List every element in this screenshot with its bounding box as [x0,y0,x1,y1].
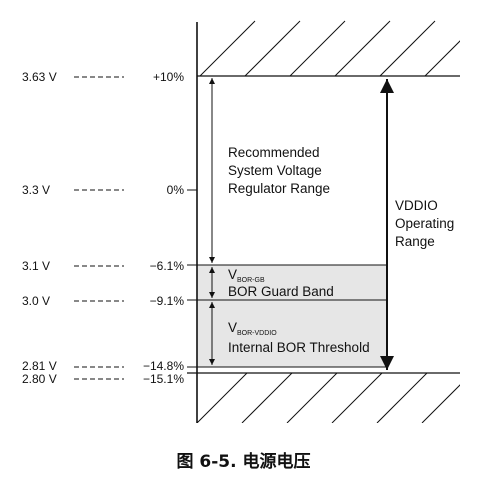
recommended-range-line: Recommended [228,145,320,160]
guard-band-subscript: BOR-GB [237,277,265,284]
voltage-label: 3.63 V [22,70,57,84]
recommended-range-line: Regulator Range [228,181,330,196]
percent-label: −9.1% [150,294,185,308]
figure-caption: 图 6-5. 电源电压 [176,452,311,472]
upper-hatched-region [199,20,460,76]
percent-label: −6.1% [150,259,185,273]
operating-range-line: VDDIO [395,198,438,213]
percent-label: 0% [167,183,185,197]
internal-bor-shading [197,300,387,367]
percent-label: +10% [153,70,184,84]
guard-band-v: V [228,267,237,282]
internal-bor-subscript: BOR-VDDIO [237,330,277,337]
operating-range-line: Range [395,234,435,249]
percent-label: −14.8% [143,359,184,373]
voltage-label: 3.1 V [22,259,50,273]
guard-band-symbol: VBOR-GB [228,267,265,284]
voltage-label: 3.3 V [22,183,50,197]
guard-band-shading [197,265,387,300]
percent-label: −15.1% [143,372,184,386]
guard-band-label: BOR Guard Band [228,284,334,299]
recommended-range-line: System Voltage [228,163,322,178]
voltage-label: 3.0 V [22,294,50,308]
internal-bor-v: V [228,320,237,335]
lower-hatched-region [197,373,460,423]
dash-leaders [74,76,124,380]
voltage-range-diagram: 3.63 V 3.3 V 3.1 V 3.0 V 2.81 V 2.80 V +… [22,20,460,423]
internal-bor-symbol: VBOR-VDDIO [228,320,277,337]
voltage-label: 2.80 V [22,372,57,386]
voltage-label: 2.81 V [22,359,57,373]
internal-bor-label: Internal BOR Threshold [228,340,370,355]
operating-range-line: Operating [395,216,454,231]
